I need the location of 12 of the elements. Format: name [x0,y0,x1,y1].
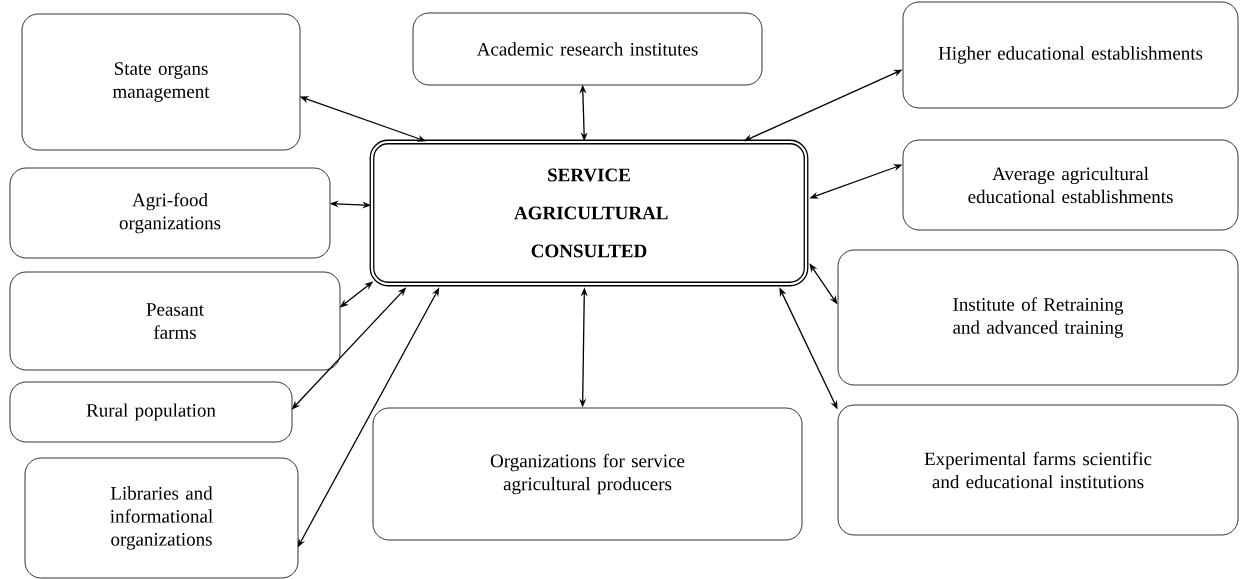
text-box: Libraries and informational organizations [24,457,299,579]
text-box: Peasant farms [9,271,341,371]
text-box: Rural population [9,381,293,443]
text-box: Average agricultural educational establishments [902,139,1239,231]
service-box: SERVICE AGRICULTURAL CONSULTED [369,139,809,287]
text-box: State organs management [21,13,301,151]
text-box: Higher educational establishments [902,1,1239,109]
text-box: Institute of Retraining and advanced training [837,249,1239,386]
text-box: Experimental farms scientific and educational institutions [837,404,1239,536]
text-box: Agri-food organizations [9,167,331,259]
text-box: Academic research institutes [412,12,763,86]
text-box: Organizations for service agricultural producers [372,407,803,541]
